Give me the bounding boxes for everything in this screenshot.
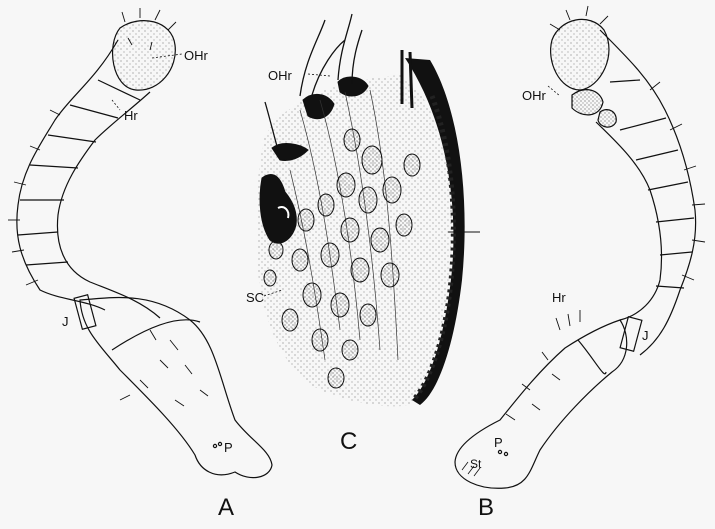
panel-a-label-j: J — [62, 314, 69, 329]
panel-a — [8, 8, 272, 478]
panel-a-appendage-inner — [57, 92, 160, 318]
panel-b — [455, 6, 705, 488]
panel-a-segments — [18, 80, 140, 265]
panel-c-label-ohr: OHr — [268, 68, 293, 83]
panel-a-label-ohr: OHr — [184, 48, 209, 63]
panel-a-label-p: P — [224, 440, 233, 455]
panel-a-letter: A — [218, 494, 234, 521]
panel-a-tip — [113, 21, 176, 91]
panel-b-letter: B — [478, 494, 494, 521]
panel-b-appendage — [600, 30, 696, 355]
panel-a-appendage — [17, 40, 118, 310]
panel-b-segments — [610, 80, 694, 288]
panel-a-hairs — [8, 8, 208, 406]
panel-b-appendage-inner — [596, 122, 662, 320]
panel-b-label-ohr: OHr — [522, 88, 547, 103]
panel-b-label-st: St — [470, 457, 482, 471]
panel-c-letter: C — [340, 428, 357, 455]
panel-b-label-p: P — [494, 435, 503, 450]
panel-b-label-hr: Hr — [552, 290, 566, 305]
panel-c-label-sc: SC — [246, 290, 264, 305]
panel-a-basal-segment — [80, 298, 272, 478]
panel-b-label-j: J — [642, 328, 649, 343]
panel-a-label-hr: Hr — [124, 108, 138, 123]
panel-b-joint — [620, 317, 642, 352]
